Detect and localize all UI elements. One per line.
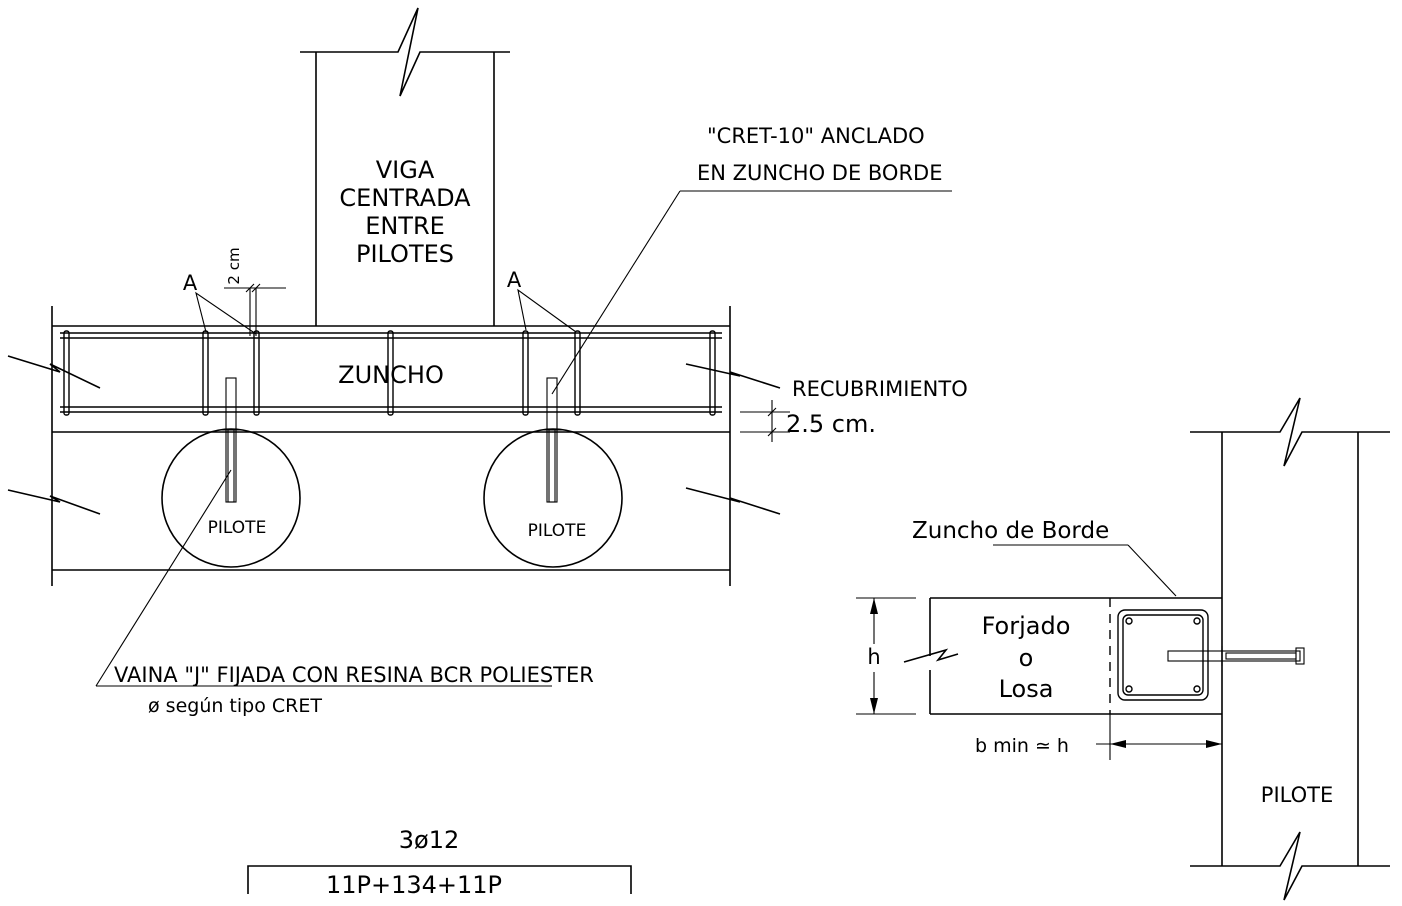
break-mark-left-lower <box>7 489 101 515</box>
edge-beam-label: Zuncho de Borde <box>912 518 1109 544</box>
beam-label-line-3: ENTRE <box>365 212 445 240</box>
main-detail: VIGA CENTRADA ENTRE PILOTES ZUNCHO PILOT… <box>7 7 968 717</box>
reinforcement-label: 3ø12 11P+134+11P <box>247 826 632 899</box>
tie-beam <box>7 306 781 586</box>
break-mark-beam <box>300 7 510 97</box>
anchor-right <box>541 377 563 503</box>
sleeve-subnote: ø según tipo CRET <box>148 695 322 717</box>
break-mark-slab <box>903 648 959 663</box>
spacing-label: 2 cm <box>225 247 243 284</box>
width-dimension <box>1096 714 1222 760</box>
beam-label-line-1: VIGA <box>376 156 435 184</box>
edge-beam-leader <box>1127 544 1177 597</box>
sleeve-note-leader <box>95 469 232 687</box>
reinforcement-top: 3ø12 <box>399 826 460 854</box>
break-mark-pile-top <box>1190 397 1390 467</box>
stirrups <box>63 330 716 416</box>
beam-label-line-2: CENTRADA <box>339 184 471 212</box>
edge-beam-cage-inner <box>1122 614 1204 696</box>
height-dimension <box>856 597 916 715</box>
pile-right-label: PILOTE <box>528 521 587 541</box>
anchor-note-line-2: EN ZUNCHO DE BORDE <box>697 161 943 185</box>
slab-label-line-3: Losa <box>999 675 1054 703</box>
pile-right-circle <box>483 428 623 568</box>
sleeve-note: VAINA "J" FIJADA CON RESINA BCR POLIESTE… <box>114 663 594 687</box>
width-label: b min ≃ h <box>975 735 1069 757</box>
anchor-note-leader <box>551 190 681 395</box>
anchor-note-line-1: "CRET-10" ANCLADO <box>707 124 925 148</box>
pile-left-label: PILOTE <box>208 518 267 538</box>
anchor-left <box>220 377 242 503</box>
cover-note-line-1: RECUBRIMIENTO <box>792 377 968 401</box>
marker-a-left: A <box>183 271 198 295</box>
slab-label-line-2: o <box>1019 644 1034 672</box>
cover-dimension <box>740 400 790 442</box>
section-pile-label: PILOTE <box>1261 783 1333 807</box>
beam <box>300 7 510 326</box>
break-mark-pile-bottom <box>1190 831 1390 901</box>
break-mark-right-lower <box>685 487 781 515</box>
cover-note-line-2: 2.5 cm. <box>786 410 876 438</box>
longitudinal-bars <box>60 332 722 413</box>
tie-beam-label: ZUNCHO <box>338 361 444 389</box>
reinforcement-bottom: 11P+134+11P <box>326 871 502 899</box>
section-detail: PILOTE Zuncho de Borde Forjado o Losa <box>856 397 1390 901</box>
height-label: h <box>867 645 880 669</box>
spacing-dimension <box>224 283 286 336</box>
pile-left-circle <box>161 428 301 568</box>
beam-label-line-4: PILOTES <box>356 240 454 268</box>
break-mark-right-upper <box>685 363 781 389</box>
edge-beam-cage-outer <box>1117 609 1209 701</box>
slab-label-line-1: Forjado <box>982 612 1071 640</box>
marker-a-right: A <box>507 268 522 292</box>
break-mark-left-upper <box>7 355 101 389</box>
